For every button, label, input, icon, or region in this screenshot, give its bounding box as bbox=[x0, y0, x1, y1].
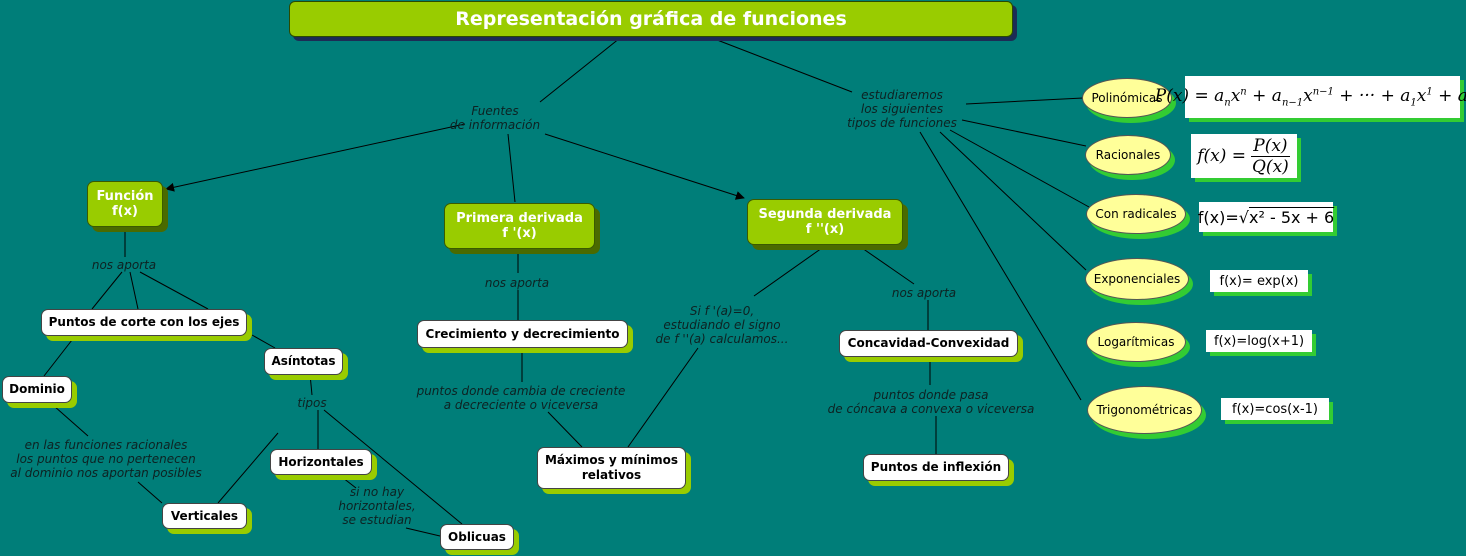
formula-trigonometrica: f(x)=cos(x-1) bbox=[1221, 398, 1329, 420]
type-logaritmicas[interactable]: Logarítmicas bbox=[1086, 322, 1186, 362]
formula-racional: f(x) =P(x)Q(x) bbox=[1191, 134, 1297, 178]
node-puntos-corte-label: Puntos de corte con los ejes bbox=[48, 315, 240, 329]
title-text: Representación gráfica de funciones bbox=[455, 7, 847, 30]
label-nos-aporta-segunda: nos aporta bbox=[891, 286, 957, 300]
node-concavidad-label: Concavidad-Convexidad bbox=[847, 336, 1010, 350]
node-oblicuas[interactable]: Oblicuas bbox=[440, 524, 514, 550]
type-logaritmicas-label: Logarítmicas bbox=[1097, 334, 1175, 349]
node-maximos[interactable]: Máximos y mínimos relativos bbox=[537, 447, 686, 489]
node-asintotas-label: Asíntotas bbox=[271, 354, 336, 368]
page-title: Representación gráfica de funciones bbox=[289, 1, 1013, 37]
node-verticales-label: Verticales bbox=[170, 508, 239, 523]
node-inflexion-label: Puntos de inflexión bbox=[870, 460, 1002, 474]
label-nos-aporta-funcion: nos aporta bbox=[91, 258, 157, 272]
label-si-f: Si f '(a)=0, estudiando el signo de f ''… bbox=[655, 304, 789, 346]
node-primera-derivada[interactable]: Primera derivada f '(x) bbox=[444, 203, 595, 249]
type-racionales-label: Racionales bbox=[1095, 147, 1161, 162]
node-maximos-label: Máximos y mínimos relativos bbox=[544, 453, 679, 482]
type-radicales[interactable]: Con radicales bbox=[1086, 194, 1186, 234]
type-polinomicas[interactable]: Polinómicas bbox=[1082, 78, 1172, 118]
node-crecimiento[interactable]: Crecimiento y decrecimiento bbox=[417, 320, 628, 348]
node-funcion-label: Función f(x) bbox=[96, 189, 154, 219]
node-segunda-derivada-label: Segunda derivada f ''(x) bbox=[758, 207, 892, 237]
type-polinomicas-label: Polinómicas bbox=[1091, 90, 1163, 105]
node-segunda-derivada[interactable]: Segunda derivada f ''(x) bbox=[747, 199, 903, 245]
formula-radical: f(x)=√x² - 5x + 6 bbox=[1198, 202, 1334, 232]
node-crecimiento-label: Crecimiento y decrecimiento bbox=[425, 326, 620, 341]
formula-polinomica: P(x) = anxn + an−1xn−1 + ··· + a1x1 + a0… bbox=[1155, 76, 1466, 118]
formula-exponencial: f(x)= exp(x) bbox=[1210, 270, 1308, 292]
node-dominio-label: Dominio bbox=[9, 382, 65, 396]
formula-exponencial-text: f(x)= exp(x) bbox=[1219, 273, 1299, 289]
node-horizontales-label: Horizontales bbox=[278, 454, 364, 469]
node-funcion[interactable]: Función f(x) bbox=[87, 181, 163, 227]
node-horizontales[interactable]: Horizontales bbox=[270, 449, 372, 475]
label-tipos: tipos bbox=[297, 396, 327, 410]
type-radicales-label: Con radicales bbox=[1095, 206, 1177, 221]
node-inflexion[interactable]: Puntos de inflexión bbox=[863, 454, 1009, 481]
type-racionales[interactable]: Racionales bbox=[1085, 135, 1171, 175]
formula-logaritmica: f(x)=log(x+1) bbox=[1206, 330, 1312, 352]
label-pasa: puntos donde pasa de cóncava a convexa o… bbox=[827, 388, 1035, 416]
label-nos-aporta-primera: nos aporta bbox=[484, 276, 550, 290]
label-fuentes: Fuentes de información bbox=[449, 104, 541, 132]
type-trigonometricas[interactable]: Trigonométricas bbox=[1087, 386, 1202, 434]
formula-trigonometrica-text: f(x)=cos(x-1) bbox=[1232, 401, 1318, 417]
type-trigonometricas-label: Trigonométricas bbox=[1096, 402, 1193, 417]
node-oblicuas-label: Oblicuas bbox=[448, 529, 506, 544]
node-concavidad[interactable]: Concavidad-Convexidad bbox=[839, 330, 1018, 357]
formula-logaritmica-text: f(x)=log(x+1) bbox=[1213, 333, 1305, 349]
node-verticales[interactable]: Verticales bbox=[162, 503, 247, 529]
node-primera-derivada-label: Primera derivada f '(x) bbox=[456, 211, 583, 241]
label-cambia: puntos donde cambia de creciente a decre… bbox=[416, 384, 626, 412]
label-si-no-hay: si no hay horizontales, se estudian bbox=[338, 485, 416, 527]
type-exponenciales-label: Exponenciales bbox=[1093, 271, 1181, 286]
node-dominio[interactable]: Dominio bbox=[2, 376, 72, 403]
label-racionales-note: en las funciones racionales los puntos q… bbox=[10, 438, 202, 480]
node-puntos-corte[interactable]: Puntos de corte con los ejes bbox=[41, 309, 247, 336]
type-exponenciales[interactable]: Exponenciales bbox=[1085, 258, 1189, 300]
node-asintotas[interactable]: Asíntotas bbox=[264, 348, 343, 375]
label-estudiaremos: estudiaremos los siguientes tipos de fun… bbox=[847, 88, 957, 130]
